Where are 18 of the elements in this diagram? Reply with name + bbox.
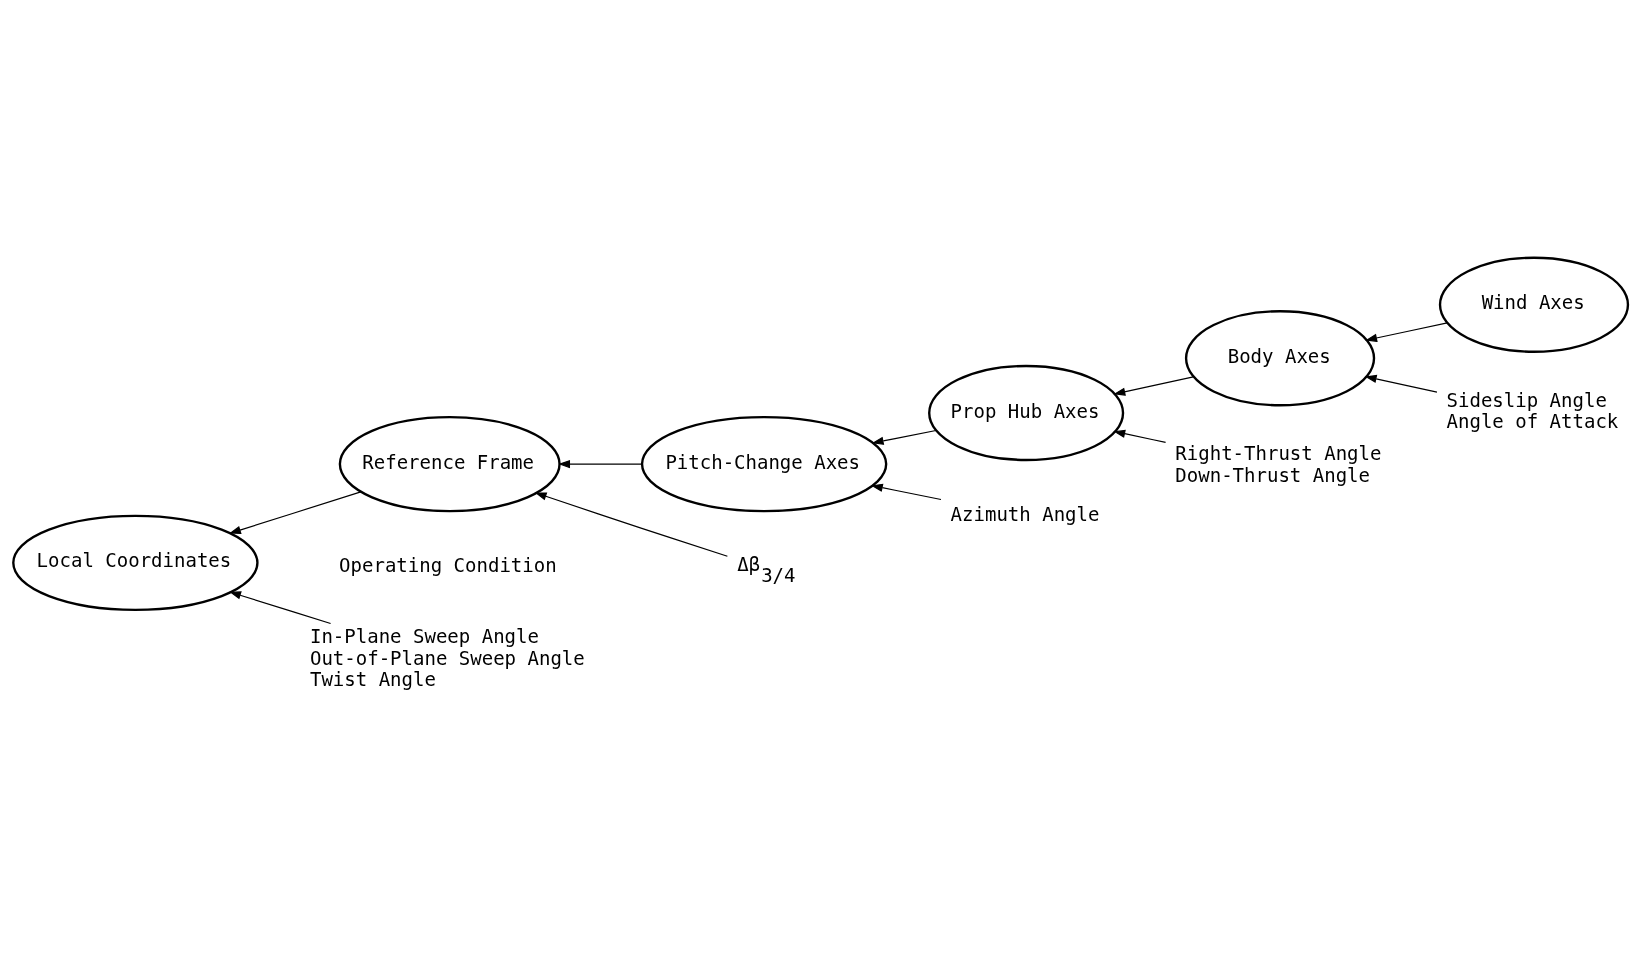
- arrow: [871, 429, 937, 445]
- node-text: Azimuth Angle: [950, 502, 1100, 525]
- arrow: [558, 459, 642, 468]
- arrow: [1364, 374, 1438, 393]
- arrow: [1113, 375, 1194, 396]
- arrow: [229, 490, 362, 534]
- node-text: Right-Thrust Angle Down-Thrust Angle: [1175, 441, 1382, 486]
- arrow: [534, 491, 728, 557]
- node-ellipse: Reference Frame: [338, 415, 561, 512]
- arrow: [870, 483, 942, 500]
- label: Operating Condition: [339, 553, 557, 576]
- node-ellipse: Wind Axes: [1438, 256, 1630, 353]
- arrow: [1365, 321, 1448, 342]
- arrow: [229, 590, 332, 624]
- node-text: In-Plane Sweep Angle Out-of-Plane Sweep Angle Twist Angle: [309, 624, 585, 690]
- arrow: [1113, 429, 1167, 443]
- node-ellipse: Local Coordinates: [12, 514, 259, 611]
- node-text: Sideslip Angle Angle of Attack: [1446, 388, 1619, 432]
